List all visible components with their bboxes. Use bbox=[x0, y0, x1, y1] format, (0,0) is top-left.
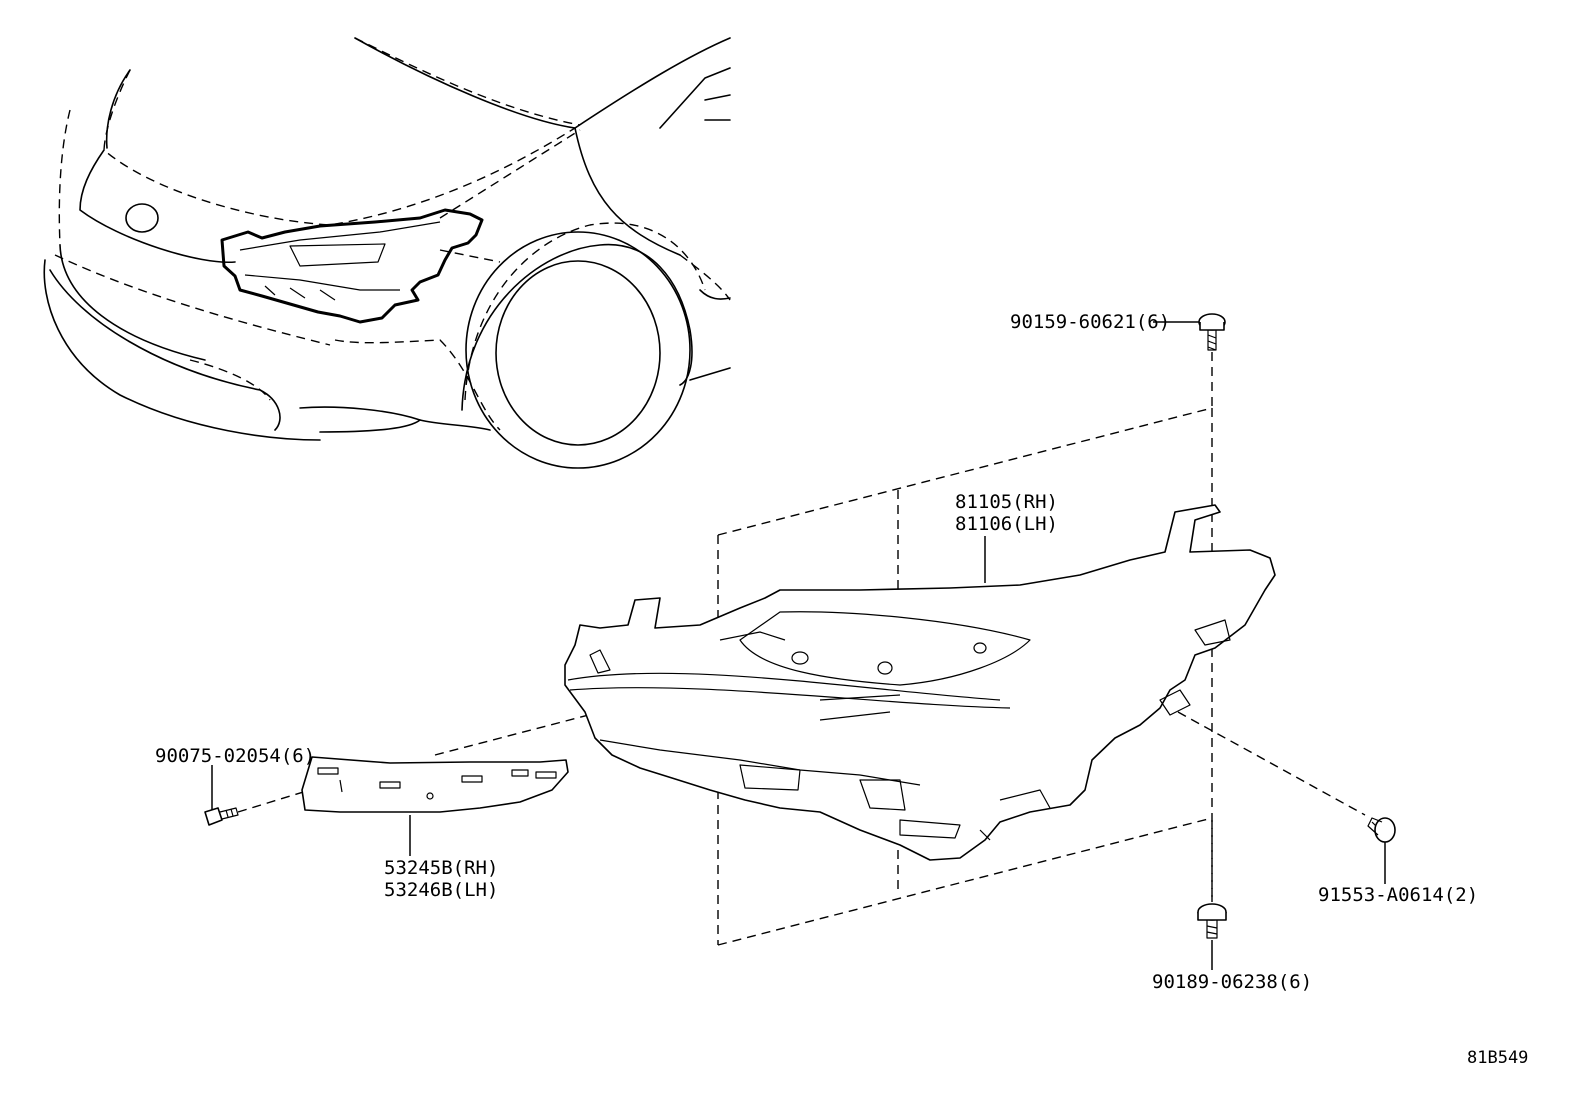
label-screw-top: 90159-60621(6) bbox=[1010, 311, 1170, 333]
headlamp-bracket[interactable] bbox=[301, 756, 569, 813]
leader-lines bbox=[211, 321, 1386, 970]
label-bracket-lh: 53246B(LH) bbox=[384, 879, 498, 901]
nut-right-icon[interactable] bbox=[1367, 817, 1396, 843]
label-clip-bottom: 90189-06238(6) bbox=[1152, 971, 1312, 993]
label-nut-right: 91553-A0614(2) bbox=[1318, 884, 1478, 906]
bolt-left-icon[interactable] bbox=[204, 807, 239, 826]
headlamp-assembly[interactable] bbox=[564, 504, 1276, 861]
diagram-reference-code: 81B549 bbox=[1467, 1048, 1528, 1068]
screw-top-icon[interactable] bbox=[1198, 313, 1226, 351]
label-headlamp-rh: 81105(RH) bbox=[955, 491, 1058, 513]
label-bolt-left: 90075-02054(6) bbox=[155, 745, 315, 767]
vehicle-front-illustration bbox=[43, 37, 731, 469]
label-headlamp-lh: 81106(LH) bbox=[955, 513, 1058, 535]
clip-bottom-icon[interactable] bbox=[1197, 903, 1227, 939]
label-bracket-rh: 53245B(RH) bbox=[384, 857, 498, 879]
